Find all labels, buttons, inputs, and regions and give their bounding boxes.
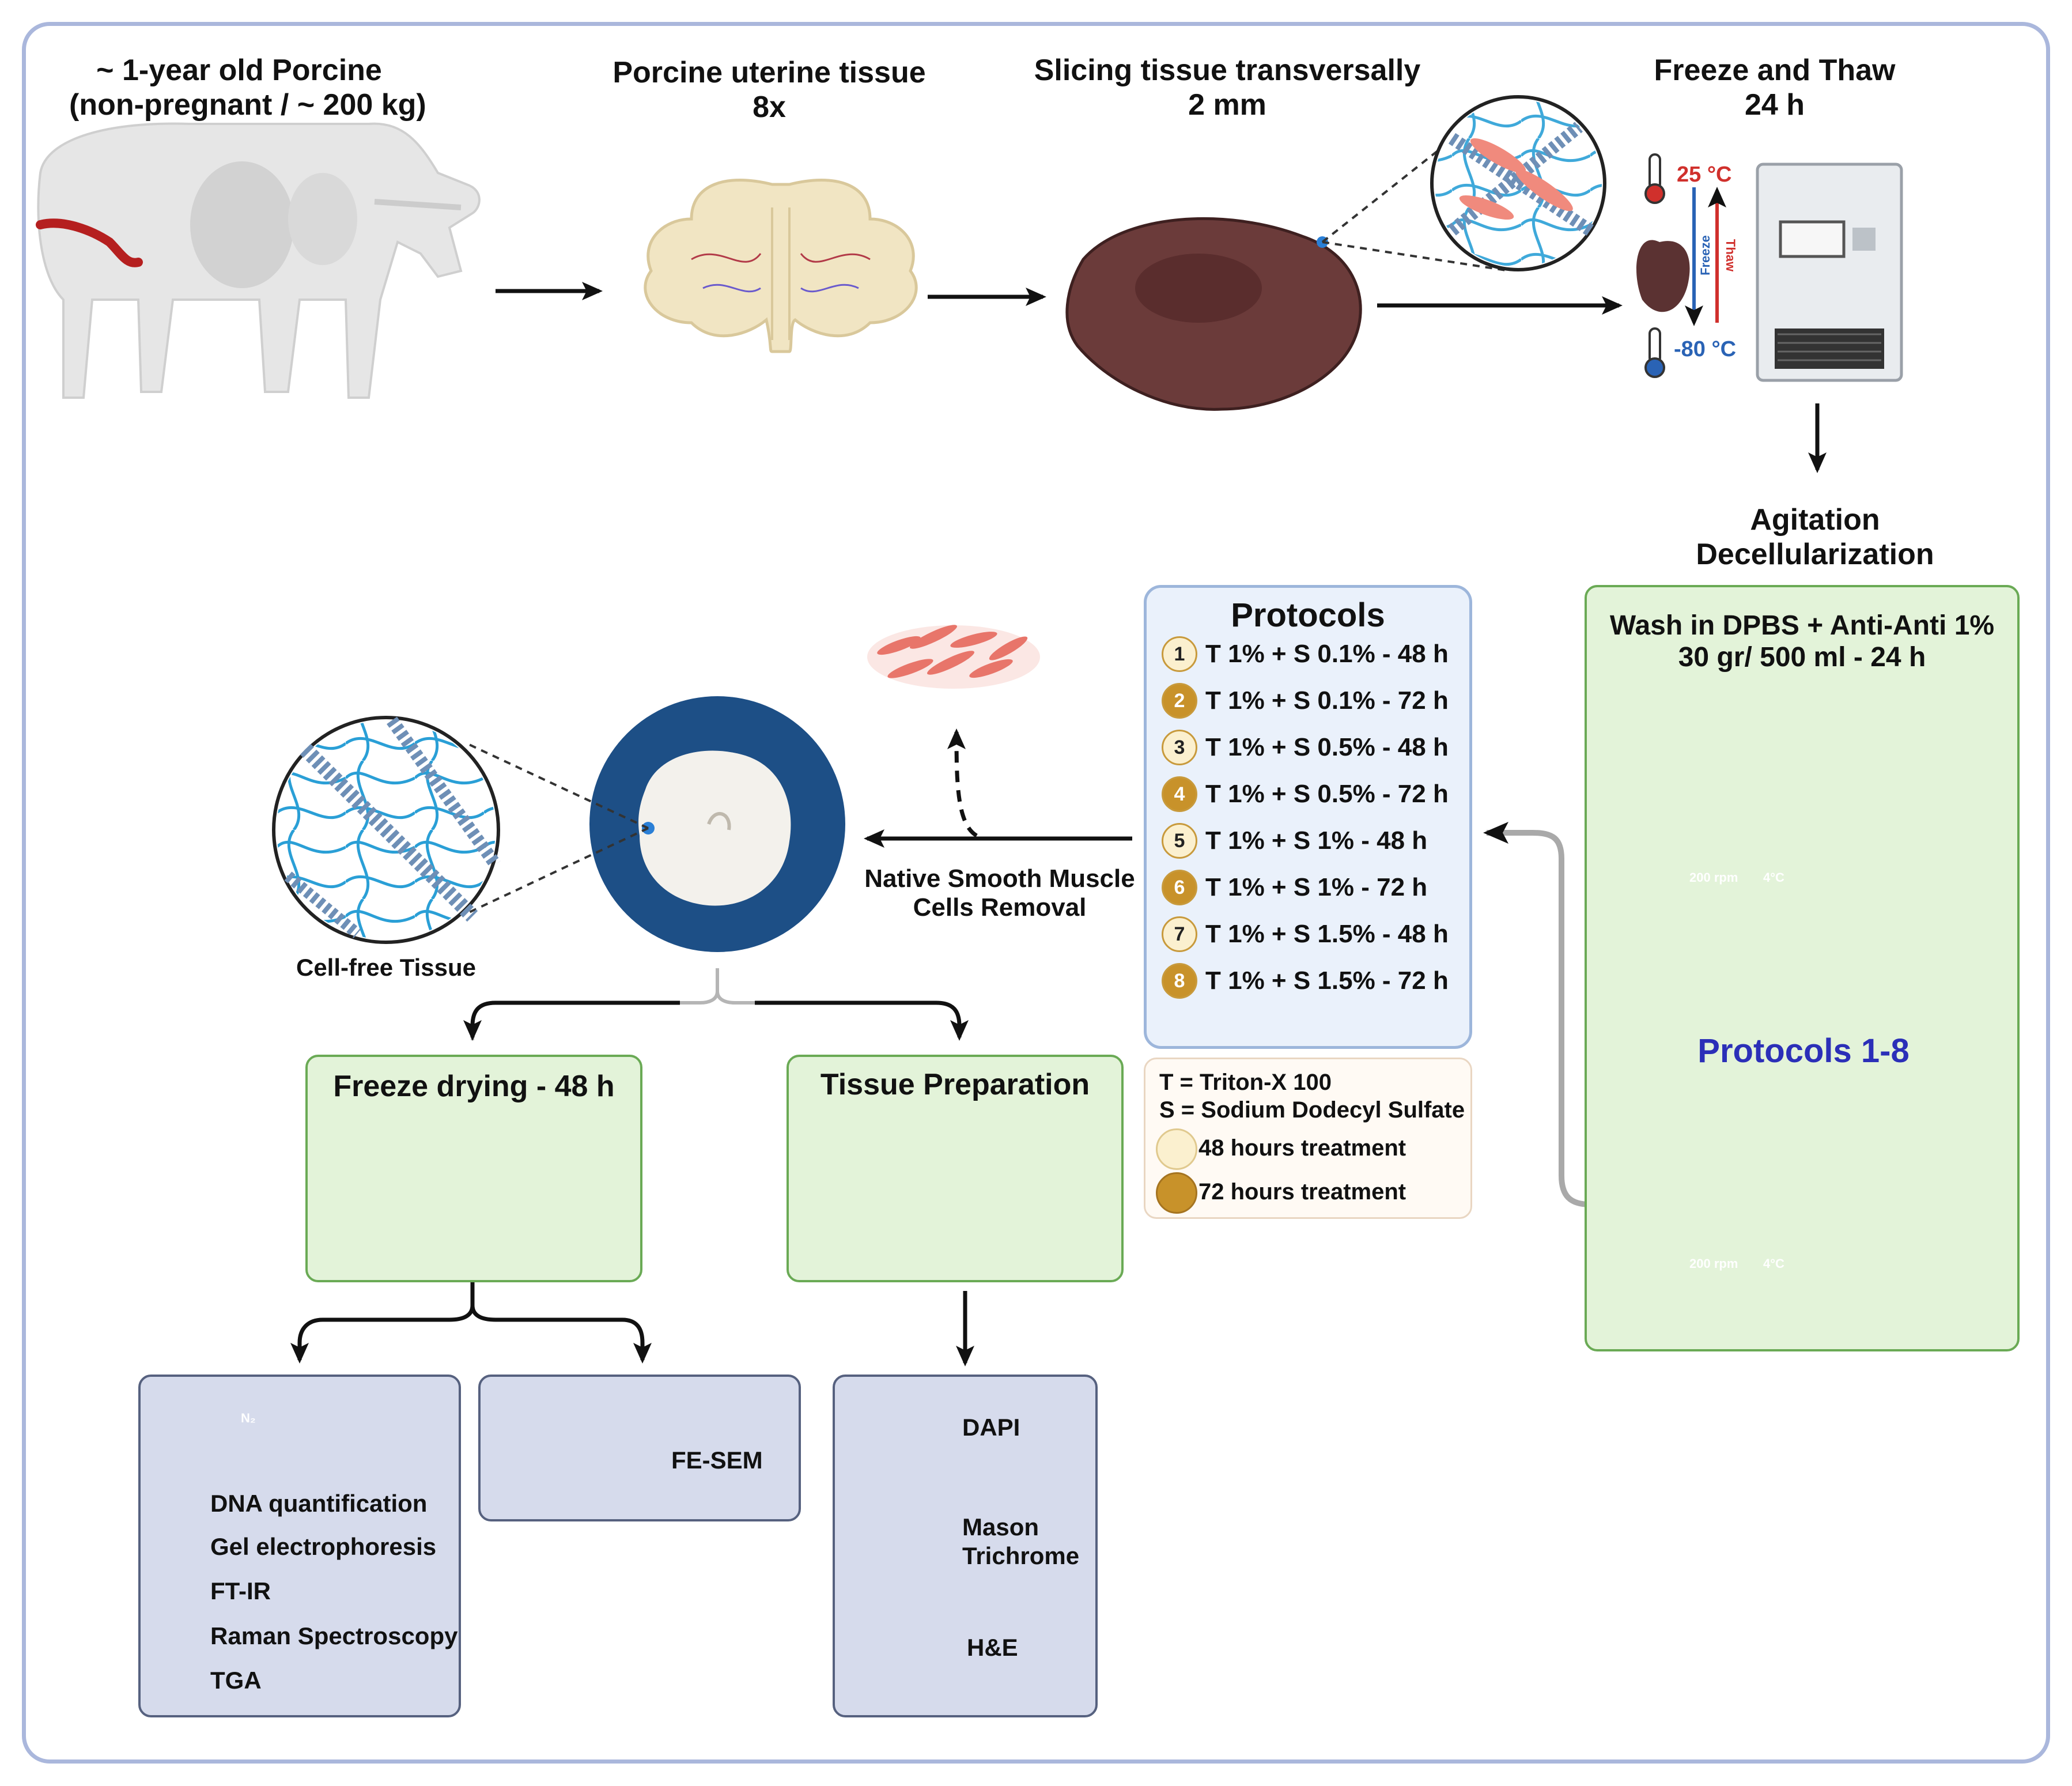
protocol-item: 1 T 1% + S 0.1% - 48 h (1162, 634, 1449, 674)
tissue-piece (1636, 240, 1690, 312)
analysis-box-fesem (478, 1375, 801, 1521)
cell-free-label: Cell-free Tissue (296, 954, 477, 981)
fesem-label: FE-SEM (671, 1447, 763, 1474)
uterus-illustration (644, 179, 918, 353)
protocols-title: Protocols (1231, 596, 1385, 634)
arrow-to-freeze-drying (463, 1000, 680, 1041)
temp-hot-label: 25 °C (1677, 163, 1732, 187)
analysis-box-staining (833, 1375, 1098, 1717)
freeze-drying-box (305, 1055, 642, 1282)
tissue-prep-box (787, 1055, 1124, 1282)
arrow-to-tissue-prep (755, 1000, 969, 1041)
tissue-prep-title: Tissue Preparation (820, 1068, 1090, 1101)
dna-label: DNA quantification (210, 1490, 428, 1517)
outer-frame (22, 22, 2050, 1764)
protocols-1-8-label: Protocols 1-8 (1697, 1032, 1910, 1070)
tissue-slice (1065, 217, 1362, 411)
protocol-item: 6 T 1% + S 1% - 72 h (1162, 867, 1427, 908)
smooth-muscle-cells-icon (867, 625, 1040, 689)
ftir-label: FT-IR (210, 1577, 271, 1604)
branch-right-grey (716, 991, 961, 1026)
legend-box: T = Triton-X 100 S = Sodium Dodecyl Sulf… (1144, 1058, 1472, 1219)
temp-cold-label: -80 °C (1674, 337, 1737, 361)
legend-72-swatch (1156, 1172, 1197, 1214)
protocol-item: 3 T 1% + S 0.5% - 48 h (1162, 727, 1449, 768)
cell-zoom-circle (1321, 95, 1606, 272)
legend-triton: T = Triton-X 100 (1159, 1070, 1332, 1095)
protocol-number-badge: 8 (1162, 963, 1197, 999)
protocol-number-badge: 5 (1162, 823, 1197, 859)
protocol-item: 4 T 1% + S 0.5% - 72 h (1162, 774, 1449, 814)
raman-label: Raman Spectroscopy (210, 1622, 458, 1649)
thermometer-cold-icon (1644, 327, 1665, 378)
dashed-arrow-cell-removal (947, 728, 978, 838)
analysis-box-left (138, 1375, 461, 1717)
fiber-zoom-circle (272, 716, 649, 944)
pig-title: ~ 1-year old Porcine(non-pregnant / ~ 20… (69, 54, 426, 122)
thermometer-hot-icon (1644, 153, 1665, 204)
protocol-item: 8 T 1% + S 1.5% - 72 h (1162, 961, 1449, 1001)
freeze-label: Freeze (1697, 235, 1712, 275)
protocol-text: T 1% + S 0.5% - 48 h (1205, 733, 1449, 761)
protocol-number-badge: 6 (1162, 870, 1197, 905)
freezer-icon (1756, 163, 1903, 382)
protocol-number-badge: 7 (1162, 916, 1197, 952)
arrow-to-fesem (470, 1305, 652, 1364)
wash-text: Wash in DPBS + Anti-Anti 1%30 gr/ 500 ml… (1609, 610, 1995, 673)
pig-illustration (36, 122, 481, 399)
protocol-number-badge: 1 (1162, 636, 1197, 672)
protocol-item: 7 T 1% + S 1.5% - 48 h (1162, 914, 1449, 954)
gel-label: Gel electrophoresis (210, 1533, 437, 1560)
n2-label: N₂ (241, 1411, 256, 1425)
protocol-text: T 1% + S 0.1% - 72 h (1205, 686, 1449, 715)
he-label: H&E (967, 1634, 1018, 1661)
freeze-drying-title: Freeze drying - 48 h (333, 1070, 615, 1103)
protocol-item: 2 T 1% + S 0.1% - 72 h (1162, 681, 1449, 721)
arrow-shaker-to-protocols (1483, 822, 1648, 1207)
protocol-text: T 1% + S 0.1% - 48 h (1205, 640, 1449, 668)
decellularization-box (1585, 585, 2020, 1351)
protocol-number-badge: 3 (1162, 730, 1197, 765)
protocol-text: T 1% + S 1.5% - 72 h (1205, 966, 1449, 995)
dapi-label: DAPI (962, 1414, 1020, 1441)
protocol-number-badge: 2 (1162, 683, 1197, 719)
shaker-1-temp: 4°C (1763, 870, 1784, 885)
legend-48-swatch (1156, 1128, 1197, 1170)
protocol-text: T 1% + S 1% - 72 h (1205, 873, 1428, 901)
protocol-number-badge: 4 (1162, 776, 1197, 812)
shaker-2-temp: 4°C (1763, 1256, 1784, 1271)
legend-72-label: 72 hours treatment (1198, 1179, 1406, 1204)
protocol-text: T 1% + S 1% - 48 h (1205, 826, 1428, 855)
shaker-2-rpm: 200 rpm (1689, 1256, 1738, 1271)
protocol-text: T 1% + S 1.5% - 48 h (1205, 920, 1449, 948)
arrow-to-analysis-left (290, 1282, 475, 1364)
protocols-box: Protocols 1 T 1% + S 0.1% - 48 h 2 T 1% + S… (1144, 585, 1472, 1049)
legend-sds: S = Sodium Dodecyl Sulfate (1159, 1097, 1465, 1123)
shaker-1-rpm: 200 rpm (1689, 870, 1738, 885)
protocol-text: T 1% + S 0.5% - 72 h (1205, 780, 1449, 808)
protocol-item: 5 T 1% + S 1% - 48 h (1162, 821, 1427, 861)
cell-free-tissue (589, 696, 845, 952)
tga-label: TGA (210, 1667, 262, 1694)
legend-48-label: 48 hours treatment (1198, 1135, 1406, 1161)
thaw-label: Thaw (1723, 239, 1738, 272)
